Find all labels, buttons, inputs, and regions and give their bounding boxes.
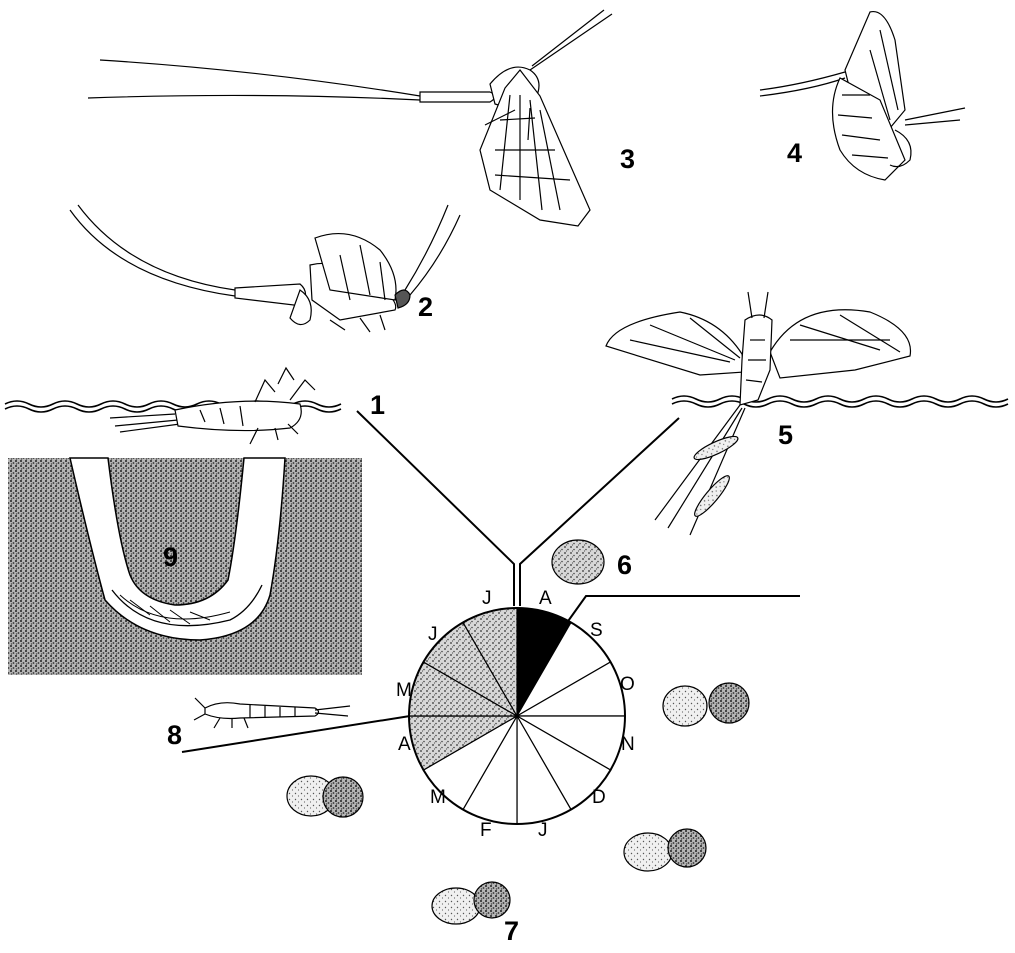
month-label-june: J <box>428 624 438 645</box>
month-label-february: F <box>480 820 492 841</box>
stage-label-5: 5 <box>778 420 793 450</box>
month-label-july: J <box>482 588 492 609</box>
month-label-december: D <box>592 787 606 808</box>
connector-8-young-nymph <box>182 716 410 752</box>
burrow-sediment-panel <box>8 458 362 675</box>
stage-label-7: 7 <box>504 916 519 946</box>
month-label-september: S <box>590 620 603 641</box>
month-label-may: M <box>396 680 412 701</box>
month-label-august: A <box>539 588 552 609</box>
month-label-april: A <box>398 734 411 755</box>
mayfly-imago-ovipositing-illustration <box>606 292 911 535</box>
connector-5-imago <box>520 418 679 606</box>
month-label-november: N <box>621 734 635 755</box>
stage-label-9: 9 <box>163 542 178 572</box>
stage-label-3: 3 <box>620 144 635 174</box>
stage-label-4: 4 <box>787 138 802 168</box>
water-surface-right <box>672 396 1008 407</box>
egg-pair-february <box>432 882 510 924</box>
month-label-march: M <box>430 787 446 808</box>
connector-1-nymph <box>357 411 514 606</box>
mayfly-subimago-illustration <box>70 205 460 332</box>
month-label-october: O <box>620 674 635 695</box>
egg-pair-april <box>287 776 363 817</box>
stage-label-8: 8 <box>167 720 182 750</box>
stage-label-2: 2 <box>418 292 433 322</box>
month-label-january: J <box>538 820 548 841</box>
young-nymph-illustration <box>194 698 350 728</box>
mayfly-adult-large-illustration <box>88 10 612 226</box>
stage-label-6: 6 <box>617 550 632 580</box>
stage-label-1: 1 <box>370 390 385 420</box>
egg-pair-october <box>663 683 749 726</box>
egg-pair-december <box>624 829 706 871</box>
